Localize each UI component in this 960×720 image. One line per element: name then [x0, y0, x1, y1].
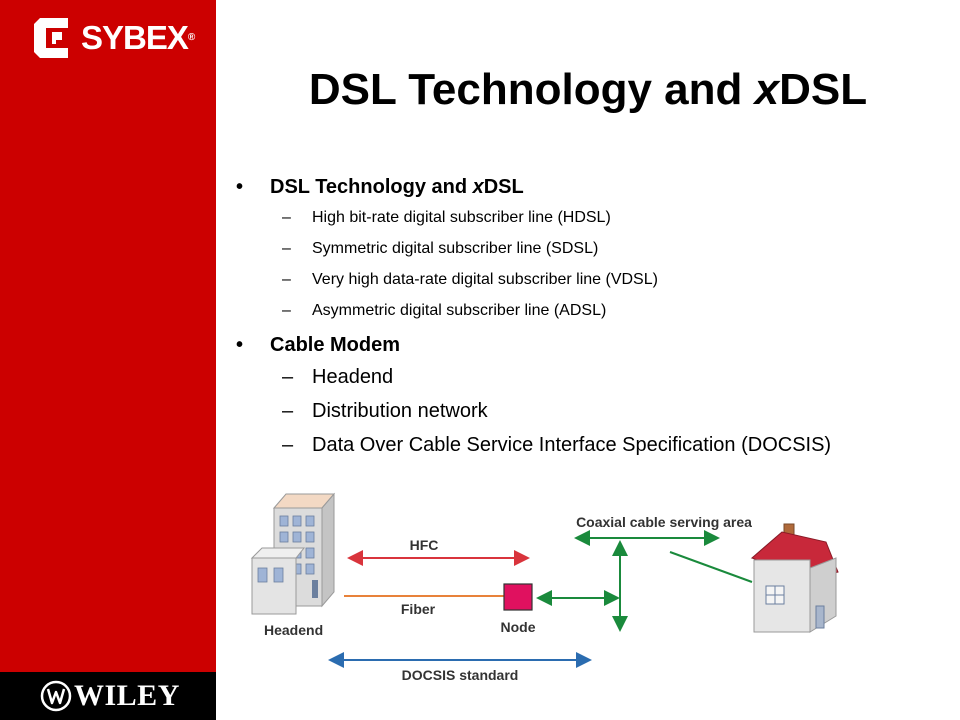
- docsis-label: DOCSIS standard: [402, 667, 519, 683]
- house-icon: [669, 523, 839, 633]
- sub-item-hdsl: –High bit-rate digital subscriber line (…: [282, 209, 611, 226]
- bullet-cable-modem: • Cable Modem: [232, 330, 952, 360]
- sidebar-band: SYBEX® WILEY: [0, 0, 216, 720]
- headend-building-icon: [250, 492, 336, 615]
- bullet-dot: •: [236, 334, 244, 356]
- node-box: [503, 583, 533, 611]
- sub-item-adsl: –Asymmetric digital subscriber line (ADS…: [282, 302, 607, 319]
- wiley-crest-icon: [40, 680, 72, 712]
- bullet-dsl: • DSL Technology and xDSL: [232, 172, 952, 202]
- sub-item-headend: –Headend: [282, 366, 394, 388]
- node-label: Node: [501, 619, 536, 635]
- sub-item-sdsl: –Symmetric digital subscriber line (SDSL…: [282, 240, 599, 257]
- fiber-label: Fiber: [401, 601, 436, 617]
- coax-area-label: Coaxial cable serving area: [576, 514, 752, 530]
- bullet-dot: •: [236, 176, 244, 198]
- slide-title: DSL Technology and xDSL: [308, 65, 868, 114]
- cable-network-diagram: HFC Fiber Node Headend Coaxial cable ser…: [250, 492, 839, 683]
- wiley-wordmark: WILEY: [74, 679, 180, 712]
- bullet-content: • DSL Technology and xDSL –High bit-rate…: [232, 172, 952, 462]
- cable-sub-list: –Headend –Distribution network –Data Ove…: [232, 360, 952, 462]
- dsl-sub-list: –High bit-rate digital subscriber line (…: [232, 202, 952, 326]
- sybex-logo: SYBEX®: [32, 16, 196, 60]
- hfc-label: HFC: [410, 537, 439, 553]
- sybex-wordmark: SYBEX®: [81, 19, 196, 56]
- sub-item-distribution: –Distribution network: [282, 400, 488, 422]
- sub-item-docsis: –Data Over Cable Service Interface Speci…: [282, 434, 832, 456]
- sybex-mark-icon: [34, 18, 68, 58]
- headend-label: Headend: [264, 622, 323, 638]
- sub-item-vdsl: –Very high data-rate digital subscriber …: [282, 271, 658, 288]
- wiley-bar: WILEY: [0, 672, 216, 720]
